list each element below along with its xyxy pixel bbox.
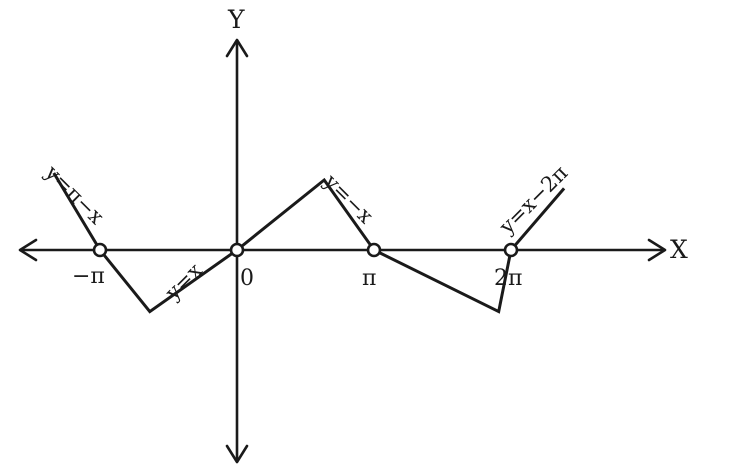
x-axis-right-arrow <box>647 238 667 262</box>
x-axis-label: X <box>670 235 688 264</box>
open-point-3 <box>366 242 382 258</box>
equation-label-middle-right: y=−x <box>319 169 378 228</box>
y-axis-up-arrow <box>225 38 249 58</box>
tick-label-pi: π <box>362 266 376 291</box>
equation-label-right: y=x−2π <box>494 161 573 240</box>
open-point-4 <box>503 242 519 258</box>
y-axis-label: Y <box>227 5 245 34</box>
open-point-1 <box>92 242 108 258</box>
x-axis-left-arrow <box>18 238 38 262</box>
open-point-2 <box>229 242 245 258</box>
tick-label-neg-pi: −π <box>72 264 105 289</box>
equation-label-left: y=π−x <box>40 160 109 229</box>
y-axis-down-arrow <box>225 444 249 464</box>
tick-label-two-pi: 2π <box>494 266 522 291</box>
function-graph <box>52 172 566 314</box>
open-points <box>92 242 519 258</box>
tick-label-origin: 0 <box>240 266 254 291</box>
